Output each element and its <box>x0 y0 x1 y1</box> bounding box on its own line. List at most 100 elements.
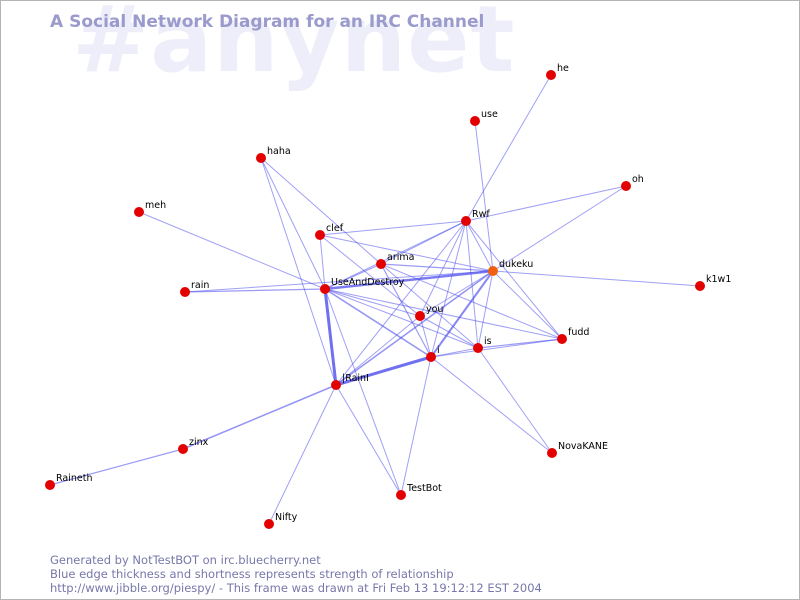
node-layer: heusehahaohmehRwfclefarimadukekuUseAndDe… <box>45 63 731 529</box>
node-dot-TestBot <box>396 490 406 500</box>
edge-haha-arima <box>260 157 382 265</box>
edge-is-NovaKANE <box>477 347 553 454</box>
node-rain: rain <box>180 280 209 297</box>
edge-Rwf-dukeku <box>465 220 494 272</box>
channel-watermark: #anynet <box>72 0 516 93</box>
edge-he-Rwf <box>465 74 552 222</box>
node-label-NovaKANE: NovaKANE <box>558 441 608 452</box>
node-dot-Raineth <box>45 480 55 490</box>
edge-i-NovaKANE <box>430 356 553 454</box>
edge-oh-dukeku <box>492 185 627 272</box>
edge-layer <box>49 74 701 525</box>
node-Raineth: Raineth <box>45 473 92 490</box>
edge-clef-UseAndDestroy <box>319 234 326 290</box>
edge-arima-dukeku <box>380 263 494 272</box>
edge-oh-Rwf <box>465 185 627 222</box>
edge-UseAndDestroy-fudd <box>324 288 563 340</box>
node-label-dukeku: dukeku <box>499 259 533 270</box>
node-label-use: use <box>481 109 498 120</box>
node-label-Raineth: Raineth <box>56 473 92 484</box>
node-dukeku: dukeku <box>488 259 533 276</box>
node-label-he: he <box>557 63 569 74</box>
node-zinx: zinx <box>178 437 209 454</box>
node-i: i <box>426 345 440 362</box>
node-meh: meh <box>134 200 166 217</box>
edge-clef-you <box>319 234 421 317</box>
edge-haha-IRainI <box>260 157 337 386</box>
node-dot-zinx <box>178 444 188 454</box>
node-you: you <box>415 304 443 321</box>
node-label-meh: meh <box>145 200 166 211</box>
footer-source-link[interactable]: http://www.jibble.org/piespy/ - This fra… <box>50 581 542 595</box>
node-label-Nifty: Nifty <box>275 512 298 523</box>
node-dot-arima <box>376 259 386 269</box>
edge-clef-Rwf <box>319 220 467 236</box>
node-dot-dukeku <box>488 266 498 276</box>
node-dot-NovaKANE <box>547 448 557 458</box>
node-dot-fudd <box>557 334 567 344</box>
node-label-fudd: fudd <box>568 327 589 338</box>
edge-k1w1-dukeku <box>492 270 701 287</box>
node-dot-is <box>473 343 483 353</box>
edge-IRainI-Nifty <box>268 384 337 525</box>
node-label-UseAndDestroy: UseAndDestroy <box>331 277 405 288</box>
node-dot-haha <box>256 153 266 163</box>
node-dot-use <box>470 116 480 126</box>
node-dot-rain <box>180 287 190 297</box>
edge-clef-dukeku <box>319 234 494 272</box>
edge-Rwf-IRainI <box>335 220 467 386</box>
node-haha: haha <box>256 146 291 163</box>
edge-IRainI-i <box>334 355 433 387</box>
node-he: he <box>546 63 569 80</box>
edge-Rwf-i <box>430 220 467 358</box>
node-dot-k1w1 <box>695 281 705 291</box>
edge-Rwf-fudd <box>465 220 563 340</box>
edge-you-i <box>419 315 432 358</box>
node-is: is <box>473 336 492 353</box>
node-label-rain: rain <box>191 280 209 291</box>
node-dot-UseAndDestroy <box>320 284 330 294</box>
node-label-you: you <box>426 304 443 315</box>
edge-UseAndDestroy-IRainI <box>323 287 338 387</box>
node-TestBot: TestBot <box>396 483 442 500</box>
node-label-IRainI: |RainI <box>342 373 369 384</box>
footer-generated-by: Generated by NotTestBOT on irc.bluecherr… <box>50 553 321 567</box>
node-label-arima: arima <box>387 252 414 263</box>
node-dot-Nifty <box>264 519 274 529</box>
edge-rain-dukeku <box>184 270 494 293</box>
node-label-haha: haha <box>267 146 291 157</box>
node-dot-oh <box>621 181 631 191</box>
edge-use-dukeku <box>474 120 494 272</box>
node-UseAndDestroy: UseAndDestroy <box>320 277 405 294</box>
edge-i-dukeku <box>430 270 494 358</box>
edge-meh-UseAndDestroy <box>138 211 326 290</box>
edge-UseAndDestroy-you <box>324 288 421 317</box>
node-label-is: is <box>484 336 492 347</box>
edge-UseAndDestroy-rain <box>184 288 326 293</box>
edge-you-is <box>419 315 479 349</box>
node-label-i: i <box>437 345 440 356</box>
edge-UseAndDestroy-TestBot <box>324 288 402 496</box>
edge-i-TestBot <box>400 356 432 496</box>
node-dot-IRainI <box>331 380 341 390</box>
edge-IRainI-dukeku <box>335 270 494 386</box>
edge-arima-is <box>380 263 479 349</box>
node-dot-you <box>415 311 425 321</box>
edge-UseAndDestroy-dukeku <box>323 269 495 291</box>
edge-dukeku-fudd <box>492 270 563 340</box>
node-fudd: fudd <box>557 327 589 344</box>
diagram-title: A Social Network Diagram for an IRC Chan… <box>50 12 485 32</box>
node-dot-clef <box>315 230 325 240</box>
node-k1w1: k1w1 <box>695 274 731 291</box>
edge-haha-UseAndDestroy <box>260 157 326 290</box>
footer-legend: Blue edge thickness and shortness repres… <box>50 567 454 581</box>
edge-Raineth-zinx <box>49 448 184 486</box>
edge-i-fudd <box>430 338 563 358</box>
node-Rwf: Rwf <box>461 209 490 226</box>
node-label-Rwf: Rwf <box>472 209 490 220</box>
edge-Rwf-you <box>419 220 467 317</box>
edge-UseAndDestroy-i <box>324 288 432 358</box>
node-arima: arima <box>376 252 414 269</box>
node-label-clef: clef <box>326 223 344 234</box>
node-IRainI: |RainI <box>331 373 369 390</box>
